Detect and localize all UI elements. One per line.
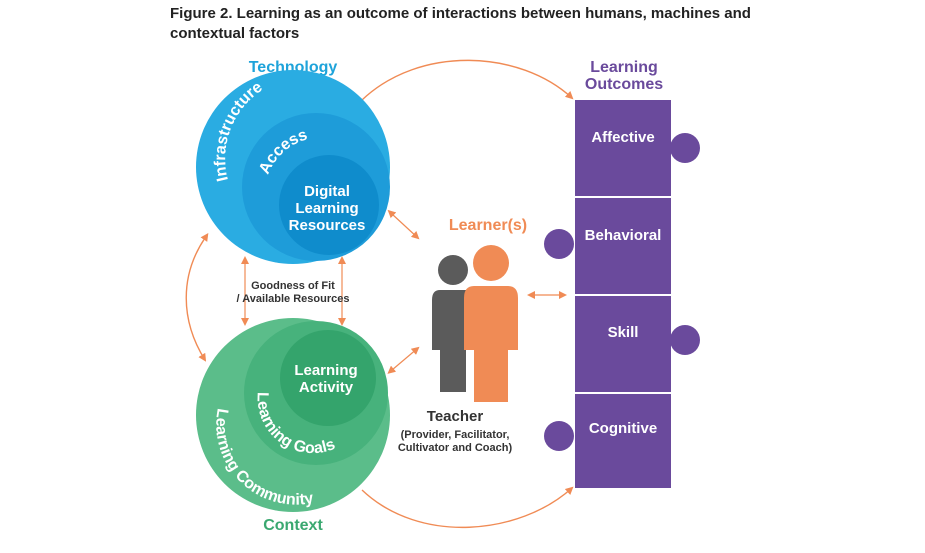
- fit-label-line2: / Available Resources: [237, 293, 350, 305]
- arrow-context-to-learner: [387, 346, 420, 374]
- learning-activity-circle: [280, 330, 376, 426]
- outcomes-group: Learning Outcomes Affective Behavioral S…: [544, 59, 700, 488]
- puzzle-behavioral: Behavioral: [544, 198, 671, 294]
- digital-label-line3: Resources: [289, 217, 366, 234]
- puzzle-cognitive: Cognitive: [544, 394, 671, 488]
- outcome-cognitive-label: Cognitive: [589, 420, 657, 437]
- outcome-affective-label: Affective: [591, 129, 654, 146]
- puzzle-affective: Affective: [575, 100, 700, 196]
- technology-heading: Technology: [249, 59, 338, 76]
- connector-arrows: [185, 59, 574, 528]
- digital-resources-circle: [279, 155, 379, 255]
- context-group: Learning Community Learning Goals Learni…: [196, 318, 390, 534]
- outcome-behavioral-label: Behavioral: [585, 227, 662, 244]
- fit-label-line1: Goodness of Fit: [251, 280, 335, 292]
- teacher-figure-icon: [432, 255, 474, 392]
- context-heading: Context: [263, 517, 323, 534]
- teacher-roles-line1: (Provider, Facilitator,: [401, 429, 510, 441]
- outcome-skill-label: Skill: [608, 324, 639, 341]
- arrow-technology-to-outcomes: [361, 59, 574, 101]
- learner-heading: Learner(s): [449, 217, 527, 234]
- digital-label-line2: Learning: [295, 200, 358, 217]
- outcomes-heading-line2: Outcomes: [585, 76, 663, 93]
- learning-activity-line2: Activity: [299, 379, 354, 396]
- arrow-technology-to-learner: [387, 209, 420, 240]
- learning-activity-line1: Learning: [294, 362, 357, 379]
- learner-group: Learner(s) Teacher (Provider, Facilitato…: [398, 217, 527, 454]
- technology-group: Technology Infrastructure Access Digital…: [196, 59, 390, 264]
- arrow-technology-context-loop: [185, 233, 209, 362]
- puzzle-skill: Skill: [575, 296, 700, 392]
- teacher-title: Teacher: [427, 408, 484, 425]
- outcomes-heading-line1: Learning: [590, 59, 658, 76]
- learner-figure-icon: [464, 245, 518, 402]
- figure-title: Figure 2. Learning as an outcome of inte…: [170, 5, 751, 42]
- arrow-context-to-outcomes: [361, 486, 574, 528]
- digital-label-line1: Digital: [304, 183, 350, 200]
- teacher-roles-line2: Cultivator and Coach): [398, 442, 513, 454]
